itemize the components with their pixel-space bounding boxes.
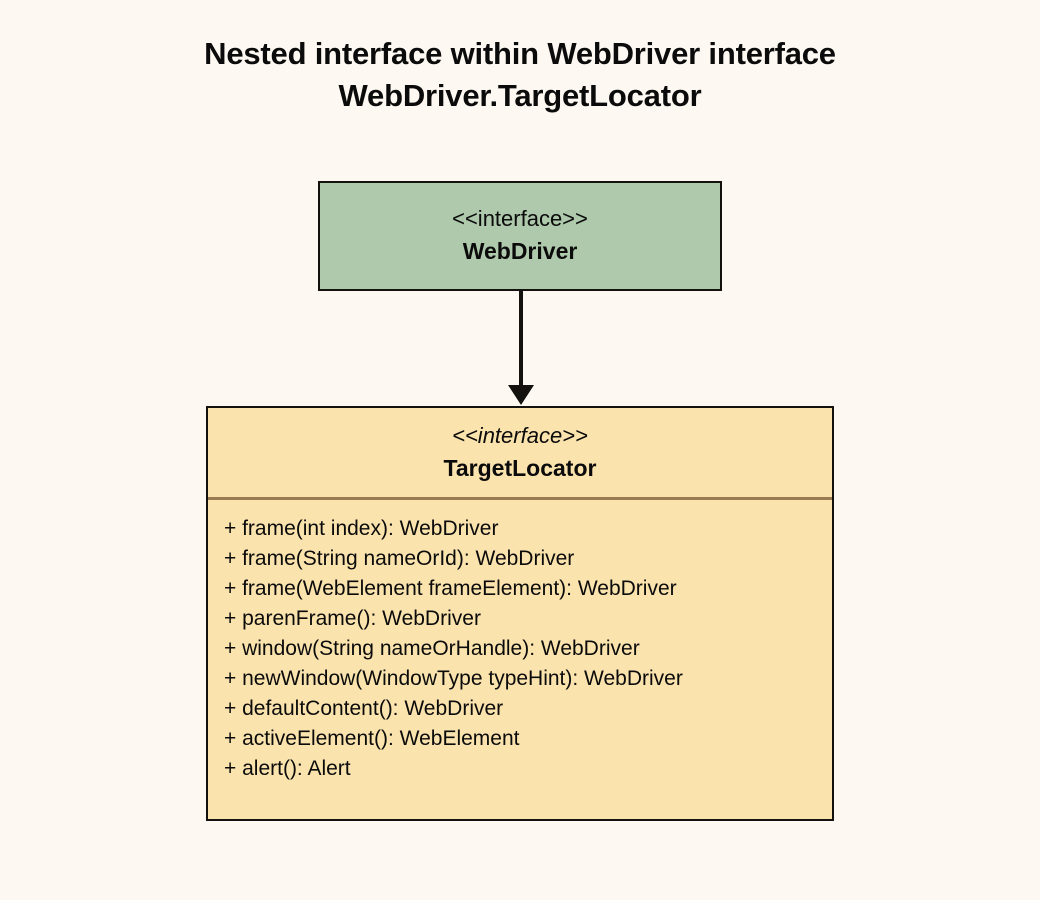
method-row: + parenFrame(): WebDriver — [224, 607, 481, 630]
method-row: + frame(int index): WebDriver — [224, 517, 499, 540]
method-row: + frame(WebElement frameElement): WebDri… — [224, 577, 677, 600]
method-row: + window(String nameOrHandle): WebDriver — [224, 637, 640, 660]
targetlocator-stereotype: <<interface>> — [452, 422, 588, 448]
webdriver-class-name: WebDriver — [462, 238, 578, 265]
diagram-title: Nested interface within WebDriver interf… — [0, 33, 1040, 117]
method-row: + alert(): Alert — [224, 757, 351, 780]
method-row: + frame(String nameOrId): WebDriver — [224, 547, 575, 570]
diagram-title-line-1: Nested interface within WebDriver interf… — [204, 36, 836, 71]
compartment-divider — [208, 497, 832, 500]
method-row: + activeElement(): WebElement — [224, 727, 520, 750]
diagram-title-line-2: WebDriver.TargetLocator — [338, 77, 702, 113]
targetlocator-class-name: TargetLocator — [443, 454, 597, 481]
targetlocator-header: <<interface>> TargetLocator — [208, 408, 832, 497]
webdriver-stereotype: <<interface>> — [452, 206, 588, 232]
class-box-targetlocator[interactable]: <<interface>> TargetLocator + frame(int … — [206, 406, 834, 821]
method-row: + newWindow(WindowType typeHint): WebDri… — [224, 667, 683, 690]
method-row: + defaultContent(): WebDriver — [224, 697, 504, 720]
targetlocator-method-list: + frame(int index): WebDriver + frame(St… — [208, 500, 832, 819]
class-box-webdriver[interactable]: <<interface>> WebDriver — [318, 181, 722, 291]
generalization-arrow-icon — [508, 291, 534, 405]
